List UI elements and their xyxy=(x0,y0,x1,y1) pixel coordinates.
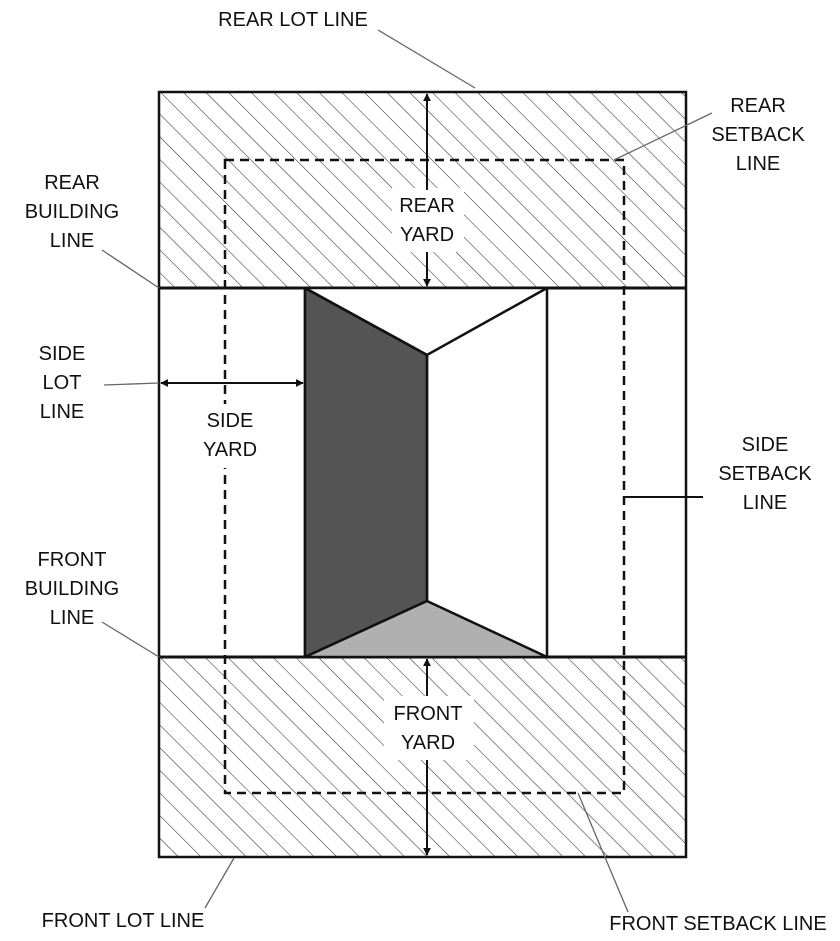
side-yard-text-1: SIDE xyxy=(206,410,254,432)
front-yard-text-2: YARD xyxy=(400,732,456,754)
side-lot-line-leader xyxy=(103,382,160,386)
rear-building-line-text-2: BUILDING xyxy=(24,201,120,223)
side-yard-label: SIDE YARD xyxy=(185,407,275,465)
rear-setback-line-text-2: SETBACK xyxy=(711,124,805,146)
side-lot-line-text-2: LOT xyxy=(42,372,82,394)
front-yard-text-1: FRONT xyxy=(393,703,463,725)
side-setback-line-text-2: SETBACK xyxy=(718,463,812,485)
side-yard-label-bg xyxy=(188,404,270,468)
rear-setback-line-leader xyxy=(613,112,713,161)
rear-yard-text-2: YARD xyxy=(399,224,455,246)
front-building-line-text-1: FRONT xyxy=(37,549,107,571)
rear-yard-label-bg xyxy=(392,188,464,252)
lot-boundary xyxy=(157,90,688,859)
building-light-face xyxy=(303,599,549,659)
rear-building-line-text-3: LINE xyxy=(49,230,95,252)
side-lot-line-text-1: SIDE xyxy=(38,343,86,365)
side-setback-line-text-3: LINE xyxy=(742,492,788,514)
side-yard-text-2: YARD xyxy=(202,439,258,461)
rear-building-line-leader xyxy=(101,249,160,289)
rear-yard-text-1: REAR xyxy=(399,195,455,217)
side-lot-line-text-3: LINE xyxy=(39,401,85,423)
front-setback-line-leader xyxy=(577,792,629,913)
rear-lot-line-label: REAR LOT LINE xyxy=(218,9,368,31)
rear-setback-line-text-3: LINE xyxy=(735,153,781,175)
rear-building-line-label: REAR BUILDING LINE xyxy=(14,169,130,256)
front-building-line-text-3: LINE xyxy=(49,607,95,629)
front-setback-line-label: FRONT SETBACK LINE xyxy=(609,913,827,935)
rear-yard-label: REAR YARD xyxy=(382,192,472,250)
front-building-line-text-2: BUILDING xyxy=(24,578,120,600)
front-lot-line-leader xyxy=(204,857,235,909)
front-yard-label-bg xyxy=(384,696,474,760)
front-lot-line-label: FRONT LOT LINE xyxy=(41,910,205,932)
rear-lot-line-leader xyxy=(377,29,476,89)
rear-building-line-text-1: REAR xyxy=(44,172,100,194)
side-setback-line-text-1: SIDE xyxy=(741,434,789,456)
front-building-line-label: FRONT BUILDING LINE xyxy=(14,546,130,633)
rear-setback-line-label: REAR SETBACK LINE xyxy=(698,92,818,179)
front-building-line-leader xyxy=(101,621,160,658)
side-setback-line-label: SIDE SETBACK LINE xyxy=(703,431,827,518)
setback-rectangle xyxy=(223,158,626,795)
side-lot-line-label: SIDE LOT LINE xyxy=(22,340,102,427)
front-yard-label: FRONT YARD xyxy=(378,700,478,758)
rear-setback-line-text-1: REAR xyxy=(730,95,786,117)
